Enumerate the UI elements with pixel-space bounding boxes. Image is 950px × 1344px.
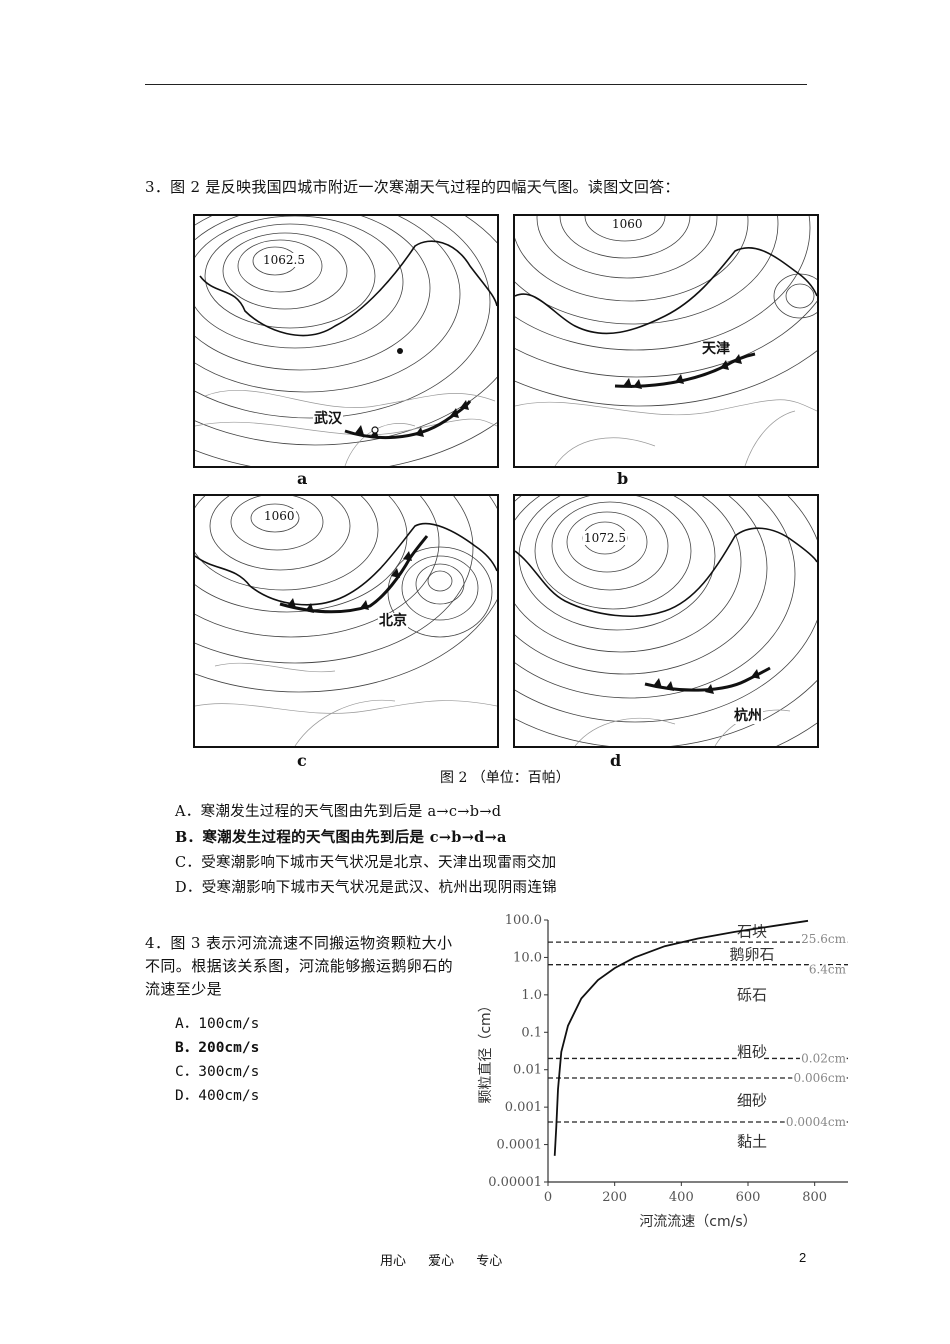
- y-axis-title: 颗粒直径（cm）: [477, 998, 494, 1103]
- threshold-label: 25.6cm: [801, 932, 846, 946]
- weather-map-b: 1060 天津: [513, 214, 819, 468]
- threshold-label: 0.02cm: [801, 1051, 846, 1065]
- q4-option-b: B．200cm/s: [175, 1040, 260, 1056]
- weather-map-c: 1060 北京: [193, 494, 499, 748]
- q3-option-d: D．受寒潮影响下城市天气状况是武汉、杭州出现阴雨连锦: [175, 880, 557, 896]
- zone-label: 石块: [737, 922, 767, 940]
- map-b-city: 天津: [701, 341, 731, 357]
- y-tick-label: 0.0001: [497, 1138, 543, 1153]
- y-tick-label: 0.00001: [488, 1175, 542, 1190]
- q3-option-b: B．寒潮发生过程的天气图由先到后是 c→b→d→a: [175, 829, 507, 846]
- map-c-city: 北京: [378, 613, 408, 629]
- map-a-label: a: [297, 469, 308, 488]
- q3-option-c: C．受寒潮影响下城市天气状况是北京、天津出现雷雨交加: [175, 855, 557, 871]
- figure-2-caption: 图 2 （单位：百帕）: [440, 770, 570, 786]
- y-tick-label: 100.0: [505, 913, 542, 928]
- map-d-city: 杭州: [733, 708, 763, 724]
- map-b-high-label: 1060: [611, 217, 644, 231]
- zone-label: 细砂: [737, 1092, 767, 1110]
- map-b-label: b: [617, 469, 629, 488]
- zone-label: 鹅卵石: [729, 945, 774, 963]
- q4-option-c: C．300cm/s: [175, 1064, 260, 1080]
- x-tick-label: 600: [736, 1190, 761, 1205]
- x-tick-label: 200: [602, 1190, 627, 1205]
- page-number: 2: [799, 1250, 807, 1265]
- x-tick-label: 400: [669, 1190, 694, 1205]
- map-d-label: d: [610, 751, 622, 770]
- velocity-curve: [553, 919, 809, 1156]
- map-c-high-label: 1060: [263, 509, 296, 523]
- y-tick-label: 0.01: [513, 1063, 542, 1078]
- header-rule: [145, 84, 807, 85]
- map-c-label: c: [297, 751, 307, 770]
- weather-map-a: 1062.5 武汉: [193, 214, 499, 468]
- x-tick-label: 800: [802, 1190, 827, 1205]
- map-a-isobars: [195, 216, 497, 466]
- zone-label: 黏土: [737, 1133, 767, 1151]
- threshold-label: 0.006cm: [794, 1071, 847, 1085]
- threshold-label: 6.4cm: [809, 963, 847, 977]
- y-tick-label: 1.0: [521, 988, 542, 1003]
- q3-option-a: A．寒潮发生过程的天气图由先到后是 a→c→b→d: [175, 804, 502, 820]
- map-d-isobars: [515, 496, 817, 746]
- q4-option-a: A．100cm/s: [175, 1016, 260, 1032]
- x-tick-label: 0: [544, 1190, 552, 1205]
- threshold-label: 0.0004cm: [786, 1115, 847, 1129]
- map-c-isobars: [195, 496, 497, 746]
- x-axis-title: 河流流速（cm/s）: [639, 1214, 756, 1230]
- footer-motto: 用心 爱心 专心: [380, 1254, 503, 1269]
- map-d-high-label: 1072.5: [583, 531, 627, 545]
- zone-label: 砾石: [737, 986, 767, 1004]
- y-tick-label: 10.0: [513, 950, 542, 965]
- map-a-high-label: 1062.5: [262, 253, 306, 267]
- weather-map-d: 1072.5 杭州: [513, 494, 819, 748]
- q4-option-d: D．400cm/s: [175, 1088, 260, 1104]
- question-3-stem: 3．图 2 是反映我国四城市附近一次寒潮天气过程的四幅天气图。读图文回答：: [145, 178, 680, 196]
- question-4-stem: 4．图 3 表示河流流速不同搬运物资颗粒大小不同。根据该关系图，河流能够搬运鹅卵…: [145, 934, 454, 998]
- zone-label: 粗砂: [737, 1043, 767, 1061]
- y-tick-label: 0.001: [505, 1100, 542, 1115]
- y-tick-label: 0.1: [521, 1025, 542, 1040]
- map-b-isobars: [515, 216, 817, 466]
- map-a-city: 武汉: [313, 411, 343, 427]
